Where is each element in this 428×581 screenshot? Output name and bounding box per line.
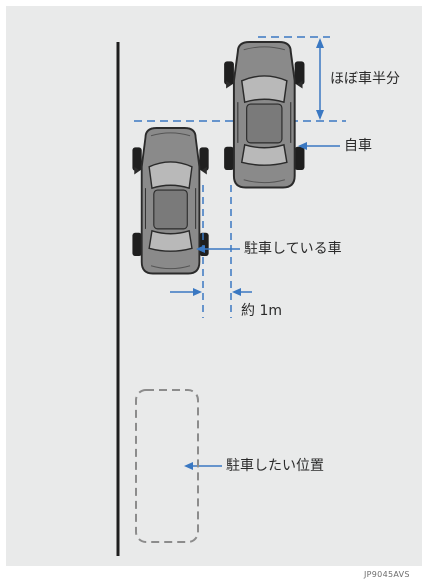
diagram-panel <box>6 6 422 566</box>
half-car-label: ほぼ車半分 <box>330 71 400 87</box>
parked-car <box>131 127 210 275</box>
target-parking-spot <box>135 389 199 543</box>
own-car <box>223 41 306 189</box>
target-position-label: 駐車したい位置 <box>226 458 324 474</box>
gap-label: 約 1m <box>241 303 282 319</box>
parked-car-label: 駐車している車 <box>244 241 342 257</box>
figure-code: JP9045AVS <box>364 570 410 579</box>
own-car-label: 自車 <box>344 138 372 154</box>
